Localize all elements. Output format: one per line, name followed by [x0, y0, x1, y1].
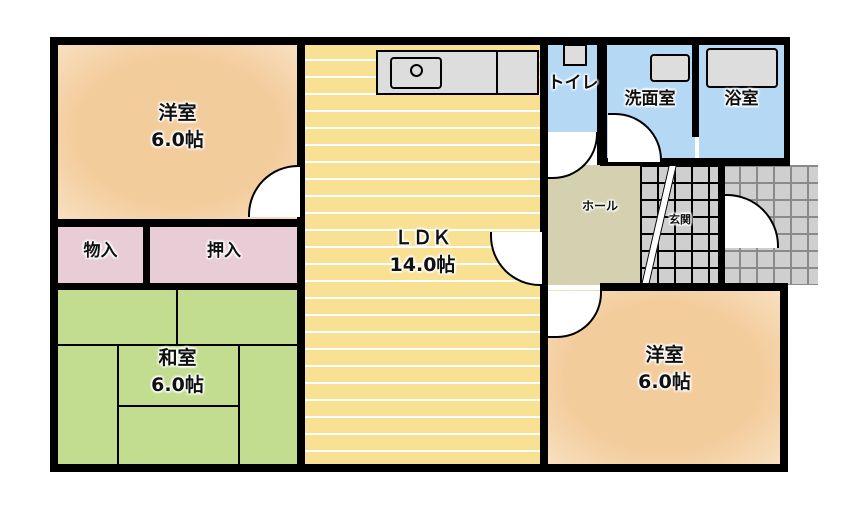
wall — [58, 283, 298, 290]
hall — [547, 165, 657, 285]
room-label: トイレ — [540, 72, 606, 96]
room-label: 洗面室 — [605, 88, 695, 112]
room-label: 物入 — [58, 240, 143, 264]
wall — [50, 37, 788, 45]
wash-basin-icon — [650, 54, 690, 82]
room-name: 洋室 — [645, 344, 684, 366]
sink-icon — [390, 57, 442, 89]
tatami-line — [238, 344, 240, 465]
wall — [597, 37, 607, 165]
room-name: ＬＤＫ — [393, 227, 451, 249]
room-label: 玄関 — [655, 212, 705, 227]
room-size: 6.0帖 — [638, 370, 691, 393]
room-size: 6.0帖 — [151, 128, 204, 151]
room-name: ホール — [581, 199, 618, 213]
japanese-room — [58, 290, 298, 465]
tatami-line — [58, 344, 298, 346]
wall — [692, 37, 699, 137]
room-name: 洗面室 — [624, 89, 676, 109]
tatami-line — [117, 344, 119, 465]
entrance — [640, 165, 722, 285]
wall — [143, 227, 150, 284]
kitchen-counter-end — [496, 50, 539, 95]
wall — [50, 37, 58, 472]
tatami-line — [176, 290, 178, 345]
wall — [784, 37, 790, 165]
room-name: 洋室 — [158, 102, 197, 124]
wall — [297, 37, 305, 472]
room-label: 洋室 6.0帖 — [110, 100, 245, 153]
wall — [600, 158, 790, 166]
tatami-line — [117, 405, 239, 407]
room-label: ＬＤＫ 14.0帖 — [355, 225, 490, 278]
wall — [50, 464, 788, 472]
wall — [600, 283, 788, 291]
wall — [780, 285, 788, 472]
room-name: 物入 — [83, 241, 118, 261]
bathtub-icon — [706, 48, 778, 88]
room-name: 和室 — [158, 347, 197, 369]
wall — [58, 219, 298, 227]
room-name: 玄関 — [669, 213, 691, 226]
wall — [718, 165, 725, 285]
room-name: 押入 — [207, 241, 241, 261]
wall — [540, 37, 548, 472]
room-label: 浴室 — [699, 88, 784, 112]
storage-small — [58, 227, 143, 284]
room-label: 押入 — [150, 240, 298, 264]
room-label: 洋室 6.0帖 — [597, 342, 732, 395]
room-size: 6.0帖 — [151, 373, 204, 396]
room-name: 浴室 — [724, 89, 759, 109]
closet — [150, 227, 298, 284]
room-size: 14.0帖 — [389, 253, 456, 276]
toilet-fixture-icon — [563, 44, 587, 66]
room-label: 和室 6.0帖 — [110, 345, 245, 398]
room-label: ホール — [560, 198, 640, 215]
room-name: トイレ — [547, 73, 599, 93]
